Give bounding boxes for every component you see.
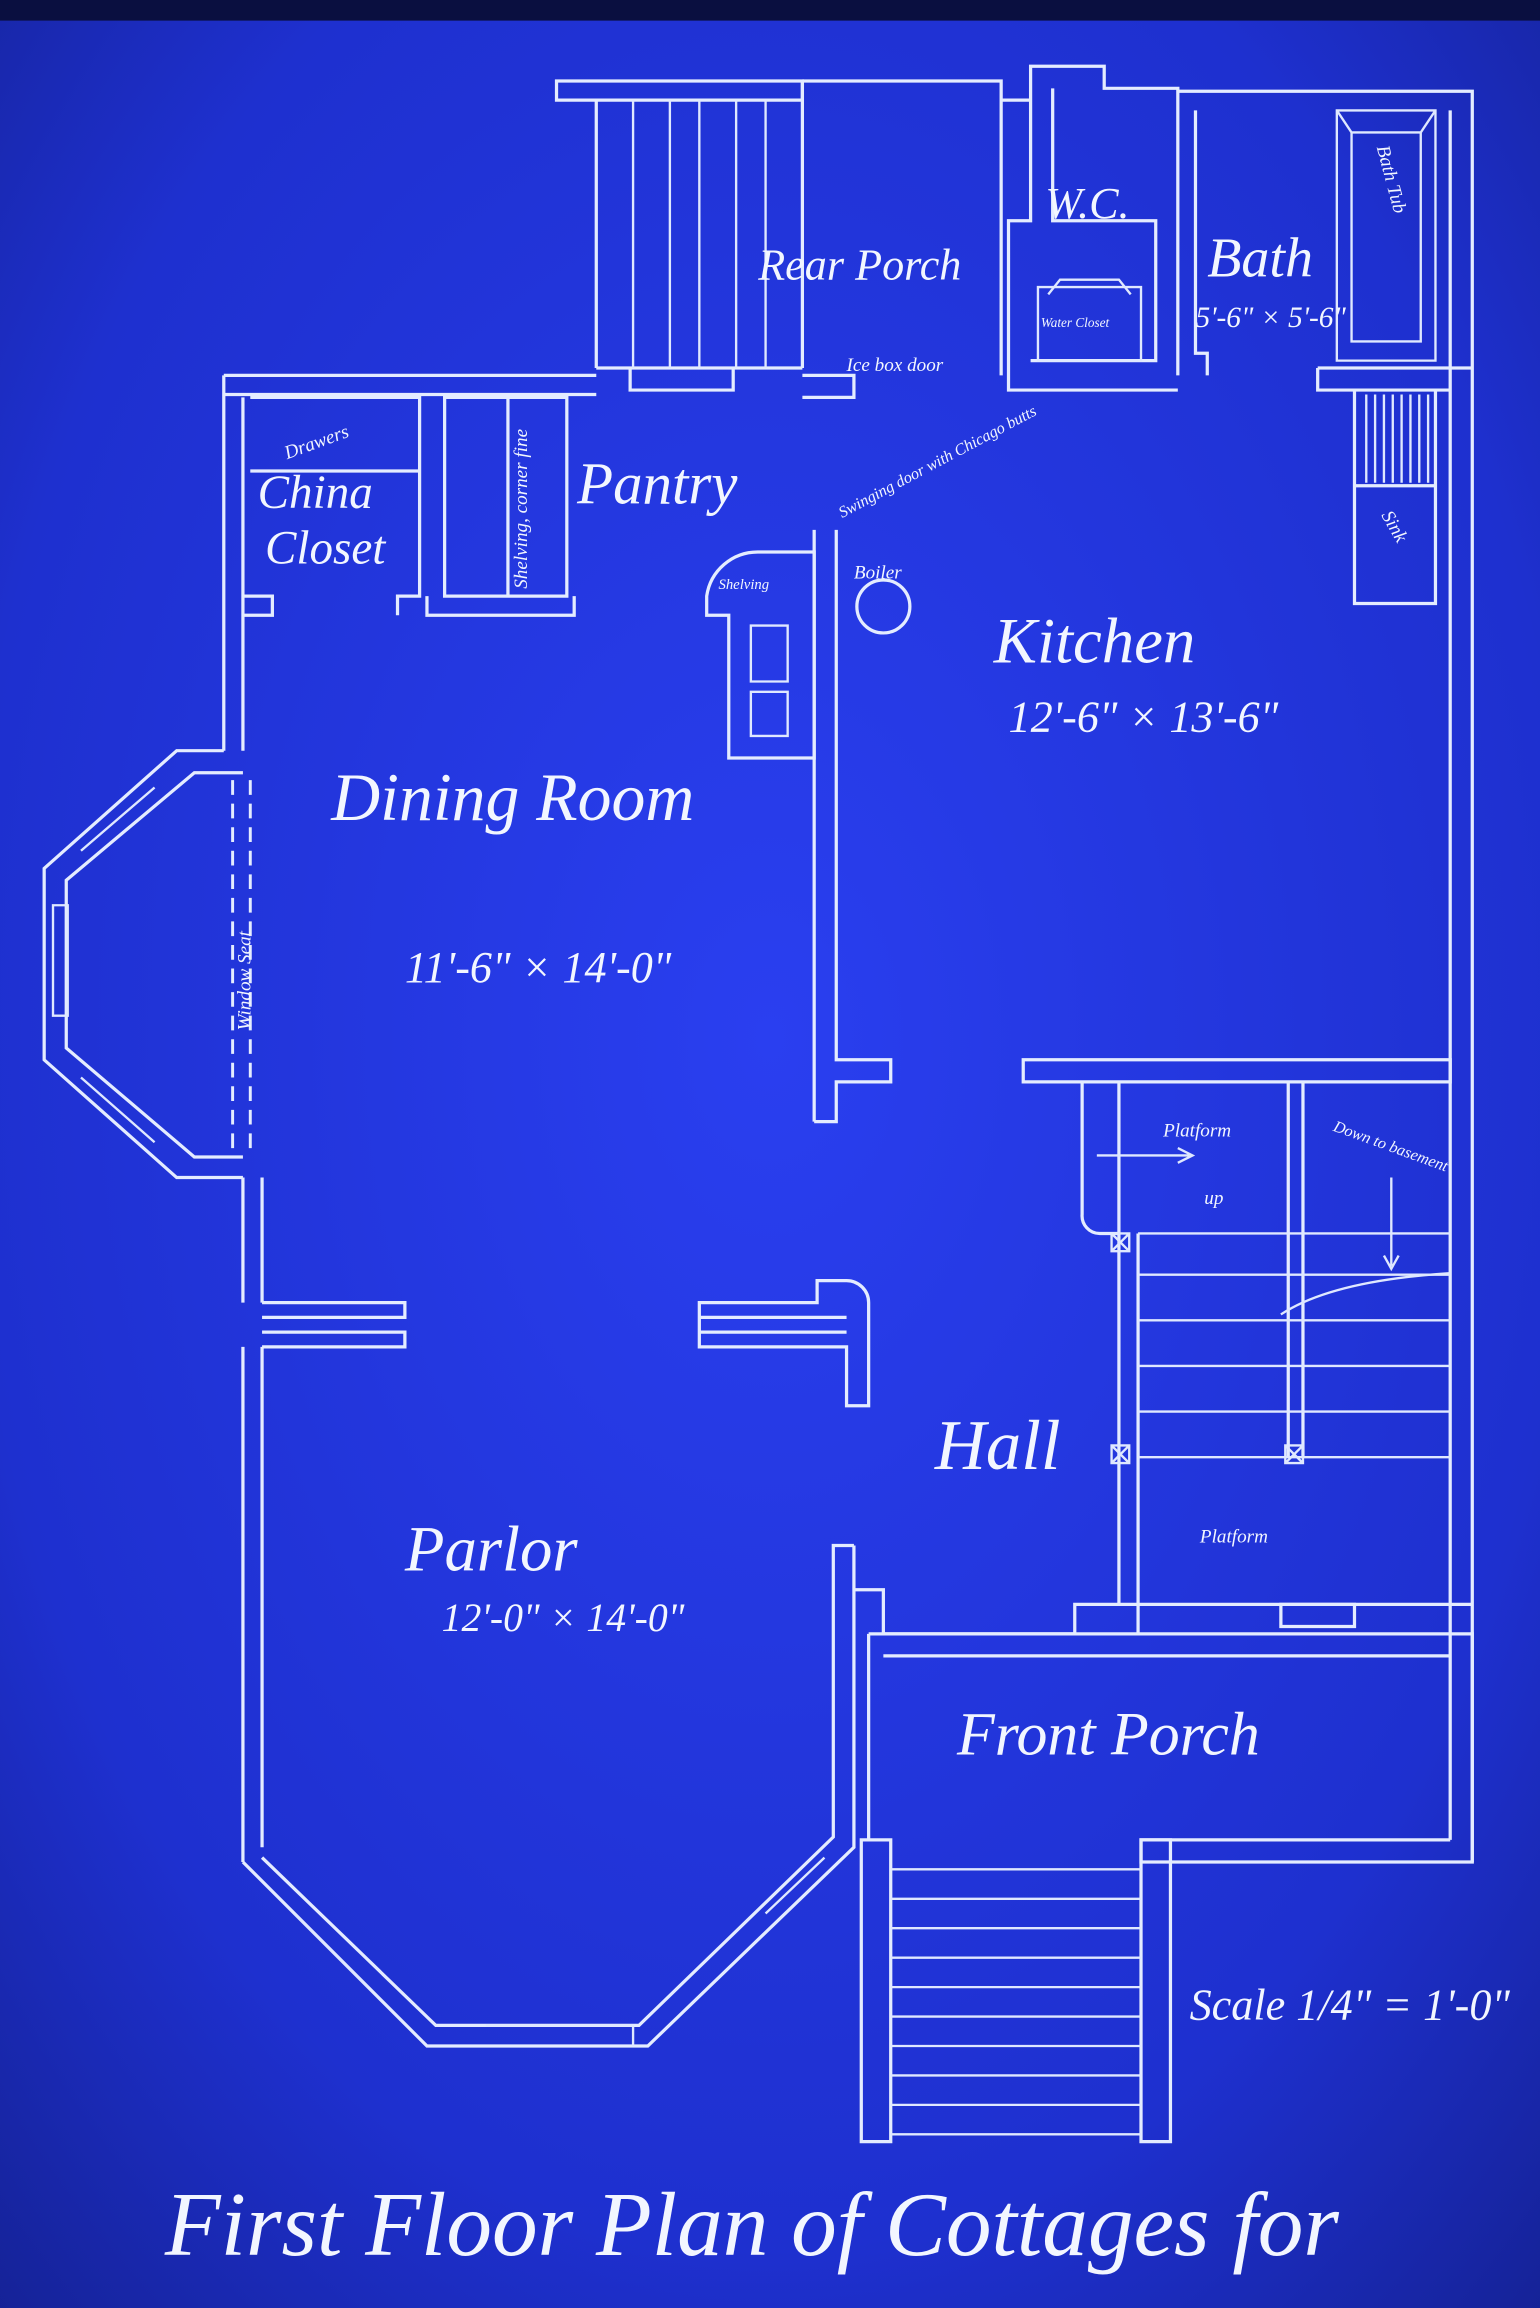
- walls: [42, 64, 1474, 2144]
- pantry-label: Pantry: [576, 451, 738, 516]
- china-closet-label-1: China: [258, 467, 373, 519]
- window-seat-label: Window Seat: [234, 930, 255, 1030]
- rear-porch-label: Rear Porch: [757, 241, 961, 290]
- platform-up-label: Platform: [1162, 1120, 1231, 1141]
- plan-title: First Floor Plan of Cottages for: [164, 2174, 1339, 2275]
- lower-platform-label: Platform: [1199, 1527, 1268, 1548]
- kitchen-label: Kitchen: [993, 605, 1195, 677]
- wc-label: W.C.: [1045, 179, 1129, 228]
- top-edge-shadow: [0, 0, 1540, 21]
- boiler-label: Boiler: [854, 562, 902, 583]
- kitchen-dimensions: 12'-6" × 13'-6": [1009, 693, 1279, 742]
- pantry-shelving-label: Shelving, corner fine: [511, 428, 532, 588]
- front-porch-label: Front Porch: [956, 1701, 1260, 1769]
- china-closet-label-2: Closet: [265, 523, 387, 575]
- parlor-dimensions: 12'-0" × 14'-0": [442, 1596, 685, 1640]
- ice-door-label: Ice box door: [846, 355, 944, 376]
- bath-dimensions: 5'-6" × 5'-6": [1195, 302, 1346, 334]
- bath-label: Bath: [1207, 228, 1313, 290]
- parlor-label: Parlor: [404, 1514, 579, 1586]
- up-label: up: [1204, 1188, 1223, 1209]
- hall-label: Hall: [934, 1407, 1061, 1485]
- dining-room-dimensions: 11'-6" × 14'-0": [405, 943, 672, 992]
- stair-treads: [631, 100, 1451, 2136]
- dining-room-label: Dining Room: [330, 760, 694, 835]
- shelving-label: Shelving: [718, 577, 769, 593]
- scale-note: Scale 1/4" = 1'-0": [1190, 1981, 1511, 2030]
- water-closet-label: Water Closet: [1041, 315, 1110, 330]
